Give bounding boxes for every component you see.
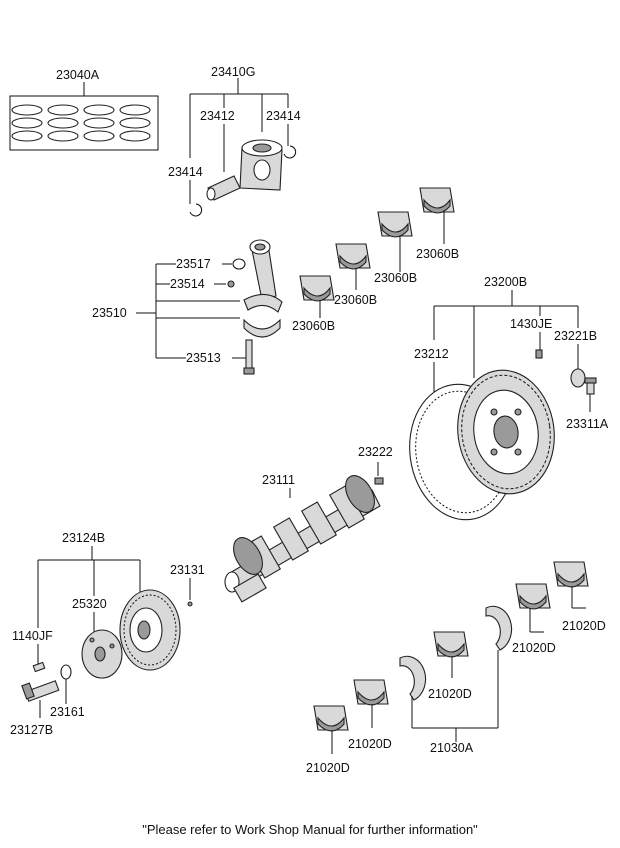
main-bearing-21020D-3: [433, 631, 469, 658]
main-bearing-leaders: [331, 586, 586, 754]
label-23131: 23131: [170, 563, 205, 577]
label-1430JE: 1430JE: [510, 317, 552, 331]
connecting-rod: [227, 239, 283, 313]
label-23513: 23513: [186, 351, 221, 365]
label-23212: 23212: [414, 347, 449, 361]
label-23060B-1: 23060B: [292, 319, 335, 333]
main-bearing-21020D-2: [515, 583, 551, 610]
flywheel-bolt: [584, 377, 597, 395]
crankshaft-leaders: [189, 462, 379, 600]
label-23414-right: 23414: [266, 109, 301, 123]
label-21020D-1: 21020D: [562, 619, 606, 633]
bearing-shell-23060B-2: [335, 243, 371, 270]
label-21020D-2: 21020D: [512, 641, 556, 655]
connecting-rod-leaders: [136, 263, 246, 359]
piston: [239, 139, 283, 191]
main-bearing-21020D-5: [313, 705, 349, 732]
label-23517: 23517: [176, 257, 211, 271]
connecting-rod-cap: [243, 318, 281, 338]
flywheel-leaders: [433, 290, 591, 412]
flywheel: [457, 369, 555, 495]
piston-assembly-leaders: [189, 78, 289, 204]
label-23127B: 23127B: [10, 723, 53, 737]
label-21020D-5: 21020D: [306, 761, 350, 775]
label-23221B: 23221B: [554, 329, 597, 343]
label-23510: 23510: [92, 306, 127, 320]
pulley-hub: [81, 629, 123, 679]
snap-ring-left: [189, 203, 203, 217]
bearing-shell-23060B-1: [299, 275, 335, 302]
label-23311A: 23311A: [566, 417, 609, 431]
label-21020D-3: 21020D: [428, 687, 472, 701]
label-25320: 25320: [72, 597, 107, 611]
snap-ring-right: [283, 145, 297, 159]
label-23200B: 23200B: [484, 275, 527, 289]
label-23040A: 23040A: [56, 68, 100, 82]
label-23111: 23111: [262, 473, 295, 487]
label-21020D-4: 21020D: [348, 737, 392, 751]
piston-ring-set: [9, 82, 159, 151]
rod-bolt: [243, 339, 255, 375]
footer-note: "Please refer to Work Shop Manual for fu…: [142, 822, 478, 837]
label-21030A: 21030A: [430, 741, 474, 755]
main-bearing-21020D-4: [353, 679, 389, 706]
pulley-center-bolt: [21, 680, 60, 702]
label-1140JF: 1140JF: [12, 629, 53, 643]
damper-pulley: [119, 589, 181, 671]
thrust-washer-1: [485, 605, 513, 651]
flywheel-dowel-pin: [535, 349, 543, 359]
label-23161: 23161: [50, 705, 85, 719]
main-bearing-21020D-1: [553, 561, 589, 588]
crankshaft-key: [187, 601, 193, 607]
flywheel-spacer: [570, 368, 586, 388]
bearing-shell-23060B-4: [419, 187, 455, 214]
label-23060B-4: 23060B: [416, 247, 459, 261]
label-23414-left: 23414: [168, 165, 203, 179]
label-23060B-2: 23060B: [334, 293, 377, 307]
label-23514: 23514: [170, 277, 205, 291]
label-23410G: 23410G: [211, 65, 255, 79]
thrust-washer-2: [399, 655, 427, 701]
label-23222: 23222: [358, 445, 393, 459]
label-23060B-3: 23060B: [374, 271, 417, 285]
label-23124B: 23124B: [62, 531, 105, 545]
pulley-washer: [60, 664, 72, 680]
crankshaft: [224, 475, 381, 603]
bearing-shell-23060B-3: [377, 211, 413, 238]
label-23412: 23412: [200, 109, 235, 123]
bearing-shell-23060B-leaders: [319, 212, 445, 318]
piston-pin: [206, 175, 241, 201]
pulley-small-bolt: [32, 661, 46, 673]
crankshaft-pin: [374, 477, 384, 485]
